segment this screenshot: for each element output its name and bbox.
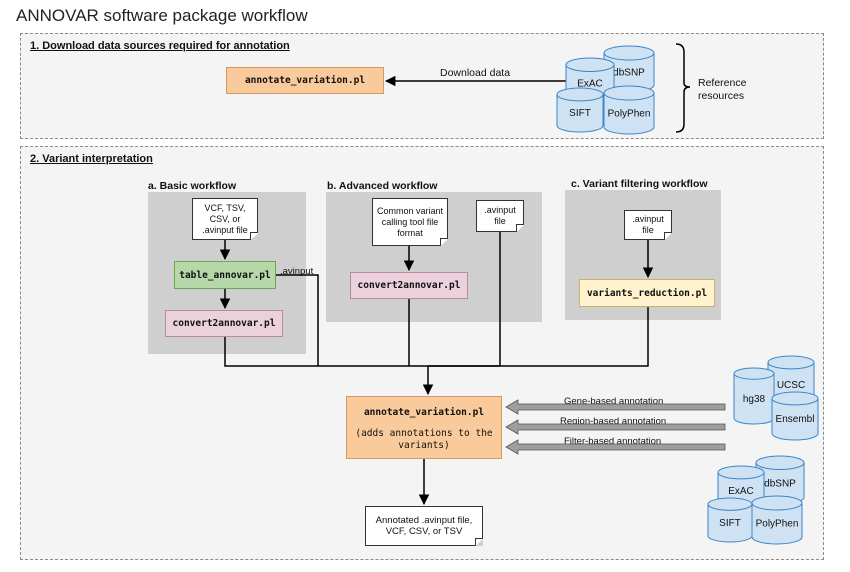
- filtering-input-avinput: .avinput file: [624, 210, 672, 240]
- db-polyphen-bottom-label: PolyPhen: [756, 519, 799, 530]
- reference-resources-label: Reference resources: [698, 77, 746, 103]
- filtering-out-line: [428, 307, 649, 367]
- basic-out-line: [224, 337, 500, 367]
- page-title: ANNOVAR software package workflow: [16, 6, 308, 25]
- basic-workflow-title: a. Basic workflow: [148, 180, 237, 192]
- annotate-variation-download-tool: annotate_variation.pl: [226, 67, 384, 94]
- db-exac-bottom-label: ExAC: [728, 486, 754, 497]
- section-download: [20, 33, 824, 139]
- advanced-input-avinput: .avinput file: [476, 200, 524, 232]
- gene-annotation-arrow: [505, 399, 726, 415]
- filter-annotation-label: Filter-based annotation: [564, 436, 662, 447]
- reference-label-line1: Reference: [698, 77, 747, 89]
- basic-input-file: VCF, TSV, CSV, or .avinput file: [192, 198, 258, 240]
- section-interpretation-label: 2. Variant interpretation: [30, 153, 153, 165]
- db-dbsnp-bottom-label: dbSNP: [764, 478, 796, 489]
- db-sift-bottom-label: SIFT: [719, 518, 741, 529]
- reference-label-line2: resources: [698, 90, 745, 102]
- db-ensembl-label: Ensembl: [776, 414, 815, 425]
- db-dbsnp-top-label: dbSNP: [613, 68, 645, 79]
- db-hg38: hg38: [733, 367, 775, 425]
- db-sift-bottom: SIFT: [707, 497, 753, 543]
- advanced-convert2annovar-tool: convert2annovar.pl: [350, 272, 468, 299]
- filter-annotation-arrow: [505, 439, 726, 455]
- db-polyphen-top: PolyPhen: [603, 85, 655, 135]
- advanced-input-calling-format: Common variant calling tool file format: [372, 198, 448, 246]
- reference-bracket: [675, 43, 691, 133]
- main-tool-note: (adds annotations to the variants): [355, 428, 493, 451]
- db-sift-top: SIFT: [556, 87, 604, 133]
- annotate-variation-main-tool: annotate_variation.pl (adds annotations …: [346, 396, 502, 459]
- region-annotation-arrow: [505, 419, 726, 435]
- section-download-label: 1. Download data sources required for an…: [30, 40, 290, 52]
- db-polyphen-bottom: PolyPhen: [751, 495, 803, 545]
- basic-convert2annovar-tool: convert2annovar.pl: [165, 310, 283, 337]
- db-polyphen-top-label: PolyPhen: [608, 109, 651, 120]
- db-sift-top-label: SIFT: [569, 108, 591, 119]
- db-hg38-label: hg38: [743, 394, 766, 405]
- download-data-label: Download data: [440, 67, 511, 79]
- filtering-workflow-title: c. Variant filtering workflow: [571, 178, 708, 190]
- region-annotation-label: Region-based annotation: [560, 416, 667, 427]
- db-exac-top-label: ExAC: [577, 78, 603, 89]
- table-annovar-tool: table_annovar.pl: [174, 261, 276, 289]
- db-ensembl: Ensembl: [771, 391, 819, 441]
- avinput-side-label: .avinput: [280, 266, 314, 277]
- advanced-workflow-title: b. Advanced workflow: [327, 180, 438, 192]
- main-tool-name: annotate_variation.pl: [363, 407, 485, 418]
- avinput-side-line: [276, 274, 319, 366]
- variants-reduction-tool: variants_reduction.pl: [579, 279, 715, 307]
- gene-annotation-label: Gene-based annotation: [564, 396, 664, 407]
- output-file: Annotated .avinput file, VCF, CSV, or TS…: [365, 506, 483, 546]
- db-ucsc-label: UCSC: [777, 380, 805, 391]
